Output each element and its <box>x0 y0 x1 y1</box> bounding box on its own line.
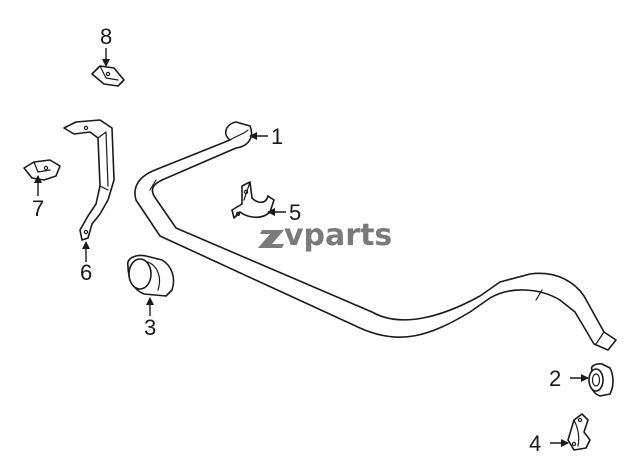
watermark-text: vparts <box>284 218 392 253</box>
callout-4: 4 <box>529 431 541 456</box>
callout-8: 8 <box>100 24 112 49</box>
clamp-bracket[interactable] <box>231 181 275 219</box>
watermark-logo-mark <box>258 230 284 248</box>
callout-2: 2 <box>549 366 561 391</box>
stabilizer-bar[interactable] <box>134 121 617 351</box>
link-bracket[interactable] <box>63 119 115 241</box>
callout-6: 6 <box>80 260 92 285</box>
callout-5: 5 <box>289 200 301 225</box>
callout-1: 1 <box>271 124 283 149</box>
bushing-right[interactable] <box>588 363 614 397</box>
callout-7: 7 <box>32 196 44 221</box>
watermark: vparts <box>258 218 392 253</box>
callout-3: 3 <box>144 315 156 340</box>
bracket-right[interactable] <box>567 413 591 451</box>
bushing-left[interactable] <box>126 254 175 297</box>
small-bracket[interactable] <box>23 159 61 181</box>
nut-plate[interactable] <box>91 65 125 87</box>
